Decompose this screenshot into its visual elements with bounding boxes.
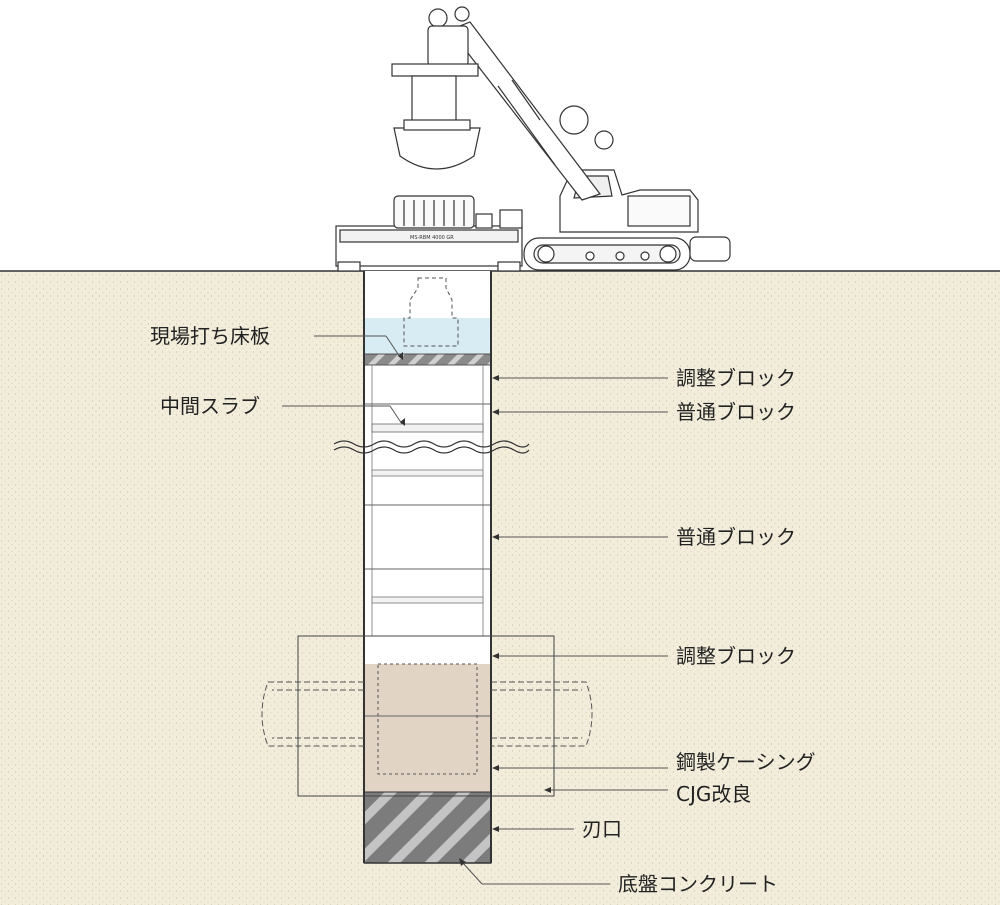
arrow-base-concrete xyxy=(459,858,466,866)
label-mid-slab: 中間スラブ xyxy=(160,394,260,418)
label-adjust-top: 調整ブロック xyxy=(676,366,796,390)
block-band xyxy=(371,469,484,477)
counterweight xyxy=(689,236,731,262)
arrow-mid-slab xyxy=(400,418,405,426)
label-base-concrete: 底盤コンクリート xyxy=(618,872,778,896)
label-normal-top: 普通ブロック xyxy=(676,400,796,424)
label-normal-mid: 普通ブロック xyxy=(676,525,796,549)
arrow-adjust-bottom xyxy=(492,653,499,659)
bucket-outline xyxy=(403,277,459,347)
boom-brace xyxy=(497,85,556,166)
label-slab: 現場打ち床板 xyxy=(150,324,270,348)
boom xyxy=(449,21,601,201)
base-concrete-block xyxy=(363,791,492,864)
bucket-shell xyxy=(393,127,481,170)
cjg-boundary xyxy=(297,635,555,797)
label-casing: 鋼製ケーシング xyxy=(676,750,816,774)
arrow-normal-mid xyxy=(492,534,499,540)
label-cjg: CJG改良 xyxy=(676,782,751,806)
bucket-frame xyxy=(391,63,479,77)
cast-slab xyxy=(363,353,492,366)
track-wheel xyxy=(615,251,625,261)
boom-head xyxy=(427,25,469,67)
label-cutting-edge: 刃口 xyxy=(582,817,622,841)
leader-slab xyxy=(385,335,401,358)
break-line xyxy=(333,440,530,448)
rig-jack xyxy=(337,261,361,272)
rig-deck xyxy=(339,229,519,243)
rig-machine xyxy=(335,6,731,272)
bucket-head xyxy=(411,75,457,123)
bucket-collar xyxy=(403,119,471,131)
track-wheel xyxy=(585,251,595,261)
pipe-left xyxy=(261,681,364,747)
cjg-zone xyxy=(364,664,491,792)
track-wheel xyxy=(537,245,555,263)
arrow-adjust-top xyxy=(492,375,499,381)
boom-pulley xyxy=(594,130,614,150)
pipe-right-inner xyxy=(491,689,582,739)
rig-column xyxy=(475,213,493,229)
block-band xyxy=(371,596,484,604)
track-wheel xyxy=(640,251,650,261)
track-wheel xyxy=(659,245,677,263)
mid-slab-band xyxy=(371,423,484,433)
leader-base-concrete xyxy=(461,861,483,885)
left-annotations: 現場打ち床板 中間スラブ xyxy=(150,324,405,426)
boom-brace xyxy=(511,79,541,121)
break-line xyxy=(333,446,530,454)
casing-dashed-inner xyxy=(377,663,478,775)
leader-mid-slab xyxy=(389,405,403,425)
rig-jack xyxy=(497,261,521,272)
right-annotations: 調整ブロック 普通ブロック 普通ブロック 調整ブロック 鋼製ケーシング CJG改… xyxy=(459,366,816,896)
label-adjust-bottom: 調整ブロック xyxy=(676,644,796,668)
boom-head-sheave xyxy=(454,6,470,22)
crawler-track-inner xyxy=(533,244,681,264)
boom-pulley xyxy=(559,105,589,135)
pipe-left-inner xyxy=(272,689,364,739)
rig-column xyxy=(499,209,523,229)
arrow-cutting-edge xyxy=(492,826,499,832)
boom-head-sheave xyxy=(428,8,448,28)
arrow-cjg xyxy=(544,787,551,793)
shaft xyxy=(333,271,530,864)
arrow-normal-top xyxy=(492,409,499,415)
engine-cover xyxy=(627,195,691,227)
arrow-casing xyxy=(492,765,499,771)
arrow-slab xyxy=(398,352,403,360)
rig-plate: MS-RBM 4000 GR xyxy=(410,235,454,241)
pipe-right xyxy=(491,681,593,747)
soil-texture xyxy=(0,271,1000,905)
existing-pipes xyxy=(261,681,593,747)
